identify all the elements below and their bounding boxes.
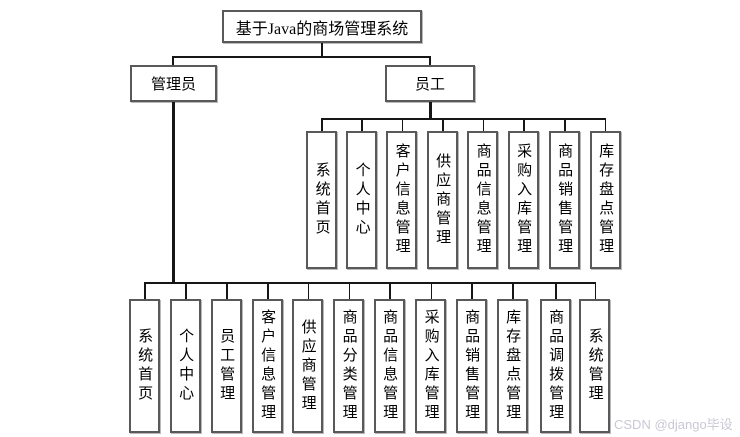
employee-leaf-node: 商品销售管理 xyxy=(548,131,580,269)
employee-leaf-node: 商品信息管理 xyxy=(467,131,498,269)
connector-tick xyxy=(348,282,350,299)
connector-admin-drop xyxy=(172,102,175,283)
admin-leaf-node: 员工管理 xyxy=(210,299,242,433)
connector-tick xyxy=(471,282,473,299)
connector-tick xyxy=(555,282,557,299)
connector-root-stub xyxy=(321,43,323,57)
admin-leaf-node: 商品分类管理 xyxy=(333,299,364,433)
admin-leaf-node: 商品销售管理 xyxy=(455,299,487,433)
connector-tick xyxy=(389,282,391,299)
connector-tick xyxy=(226,282,228,299)
csdn-watermark: CSDN @django毕设 xyxy=(614,417,733,432)
admin-leaf-node: 个人中心 xyxy=(169,299,201,433)
connector-tick xyxy=(144,282,146,299)
connector-tick xyxy=(361,118,363,132)
root-node: 基于Java的商场管理系统 xyxy=(222,10,422,43)
connector-employee-horizontal xyxy=(321,118,606,120)
employee-leaf-node: 系统首页 xyxy=(306,131,337,269)
employee-leaf-node: 客户信息管理 xyxy=(386,131,417,269)
admin-leaf-node: 商品调拨管理 xyxy=(539,299,571,433)
connector-tick xyxy=(442,118,444,132)
connector-admin-stub xyxy=(172,56,174,65)
connector-tick xyxy=(523,118,525,132)
employee-leaf-node: 库存盘点管理 xyxy=(589,131,621,269)
admin-node: 管理员 xyxy=(130,65,217,102)
connector-tick xyxy=(430,282,432,299)
admin-leaf-node: 采购入库管理 xyxy=(415,299,446,433)
connector-tick xyxy=(564,118,566,132)
employee-leaf-node: 个人中心 xyxy=(346,131,377,269)
employee-leaf-node: 供应商管理 xyxy=(426,131,458,269)
connector-employee-drop xyxy=(428,102,432,119)
connector-tick xyxy=(594,282,596,299)
connector-tick xyxy=(482,118,484,132)
admin-leaf-node: 供应商管理 xyxy=(292,299,323,433)
admin-leaf-node: 库存盘点管理 xyxy=(496,299,528,433)
employee-node: 员工 xyxy=(385,65,475,102)
connector-tick xyxy=(604,118,606,132)
admin-leaf-node: 系统首页 xyxy=(128,299,160,433)
admin-leaf-node: 客户信息管理 xyxy=(251,299,283,433)
connector-tick xyxy=(267,282,269,299)
admin-leaf-node: 系统管理 xyxy=(579,299,610,433)
connector-tick xyxy=(512,282,514,299)
connector-tick xyxy=(321,118,323,132)
connector-tick xyxy=(185,282,187,299)
connector-employee-stub xyxy=(429,56,431,65)
employee-leaf-node: 采购入库管理 xyxy=(507,131,539,269)
admin-leaf-node: 商品信息管理 xyxy=(373,299,405,433)
connector-admin-horizontal xyxy=(144,282,596,284)
connector-level2-horizontal xyxy=(172,56,431,58)
connector-tick xyxy=(401,118,403,132)
connector-tick xyxy=(307,282,309,299)
